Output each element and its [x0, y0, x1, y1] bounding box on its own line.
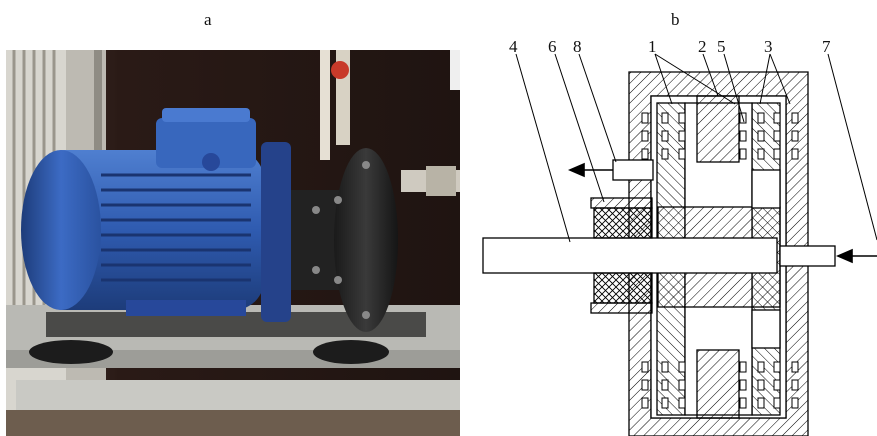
panel-label-b: b	[671, 10, 680, 29]
leader-4	[515, 53, 571, 243]
outlet-tube	[779, 245, 836, 267]
magnet-bottom	[696, 349, 740, 419]
leader-2	[702, 53, 719, 97]
bearing-bottom	[593, 272, 653, 304]
leader-1a	[654, 53, 673, 105]
arrow-in-icon	[835, 248, 877, 264]
panel-label-a: a	[204, 10, 212, 29]
magnet-top	[696, 95, 740, 163]
leader-3a	[759, 53, 771, 105]
leader-7	[827, 53, 877, 241]
part-number-5: 5	[717, 37, 726, 56]
leader-6	[554, 53, 605, 203]
shaft	[482, 237, 778, 274]
part-number-1: 1	[648, 37, 657, 56]
part-number-6: 6	[548, 37, 557, 56]
part-number-4: 4	[509, 37, 518, 56]
part-number-2: 2	[698, 37, 707, 56]
part-number-7: 7	[822, 37, 831, 56]
leader-3b	[769, 53, 791, 105]
port-tube	[612, 159, 654, 181]
leader-8	[578, 53, 617, 163]
leader-5	[723, 53, 745, 123]
part-number-8: 8	[573, 37, 582, 56]
arrow-out-icon	[567, 162, 613, 178]
motor-pump-photo	[6, 50, 460, 436]
bearing-top	[593, 207, 653, 239]
leader-1b	[654, 53, 736, 105]
part-number-3: 3	[764, 37, 773, 56]
cross-section-diagram: 4 6 8 1 2 5 3 7	[470, 0, 877, 436]
